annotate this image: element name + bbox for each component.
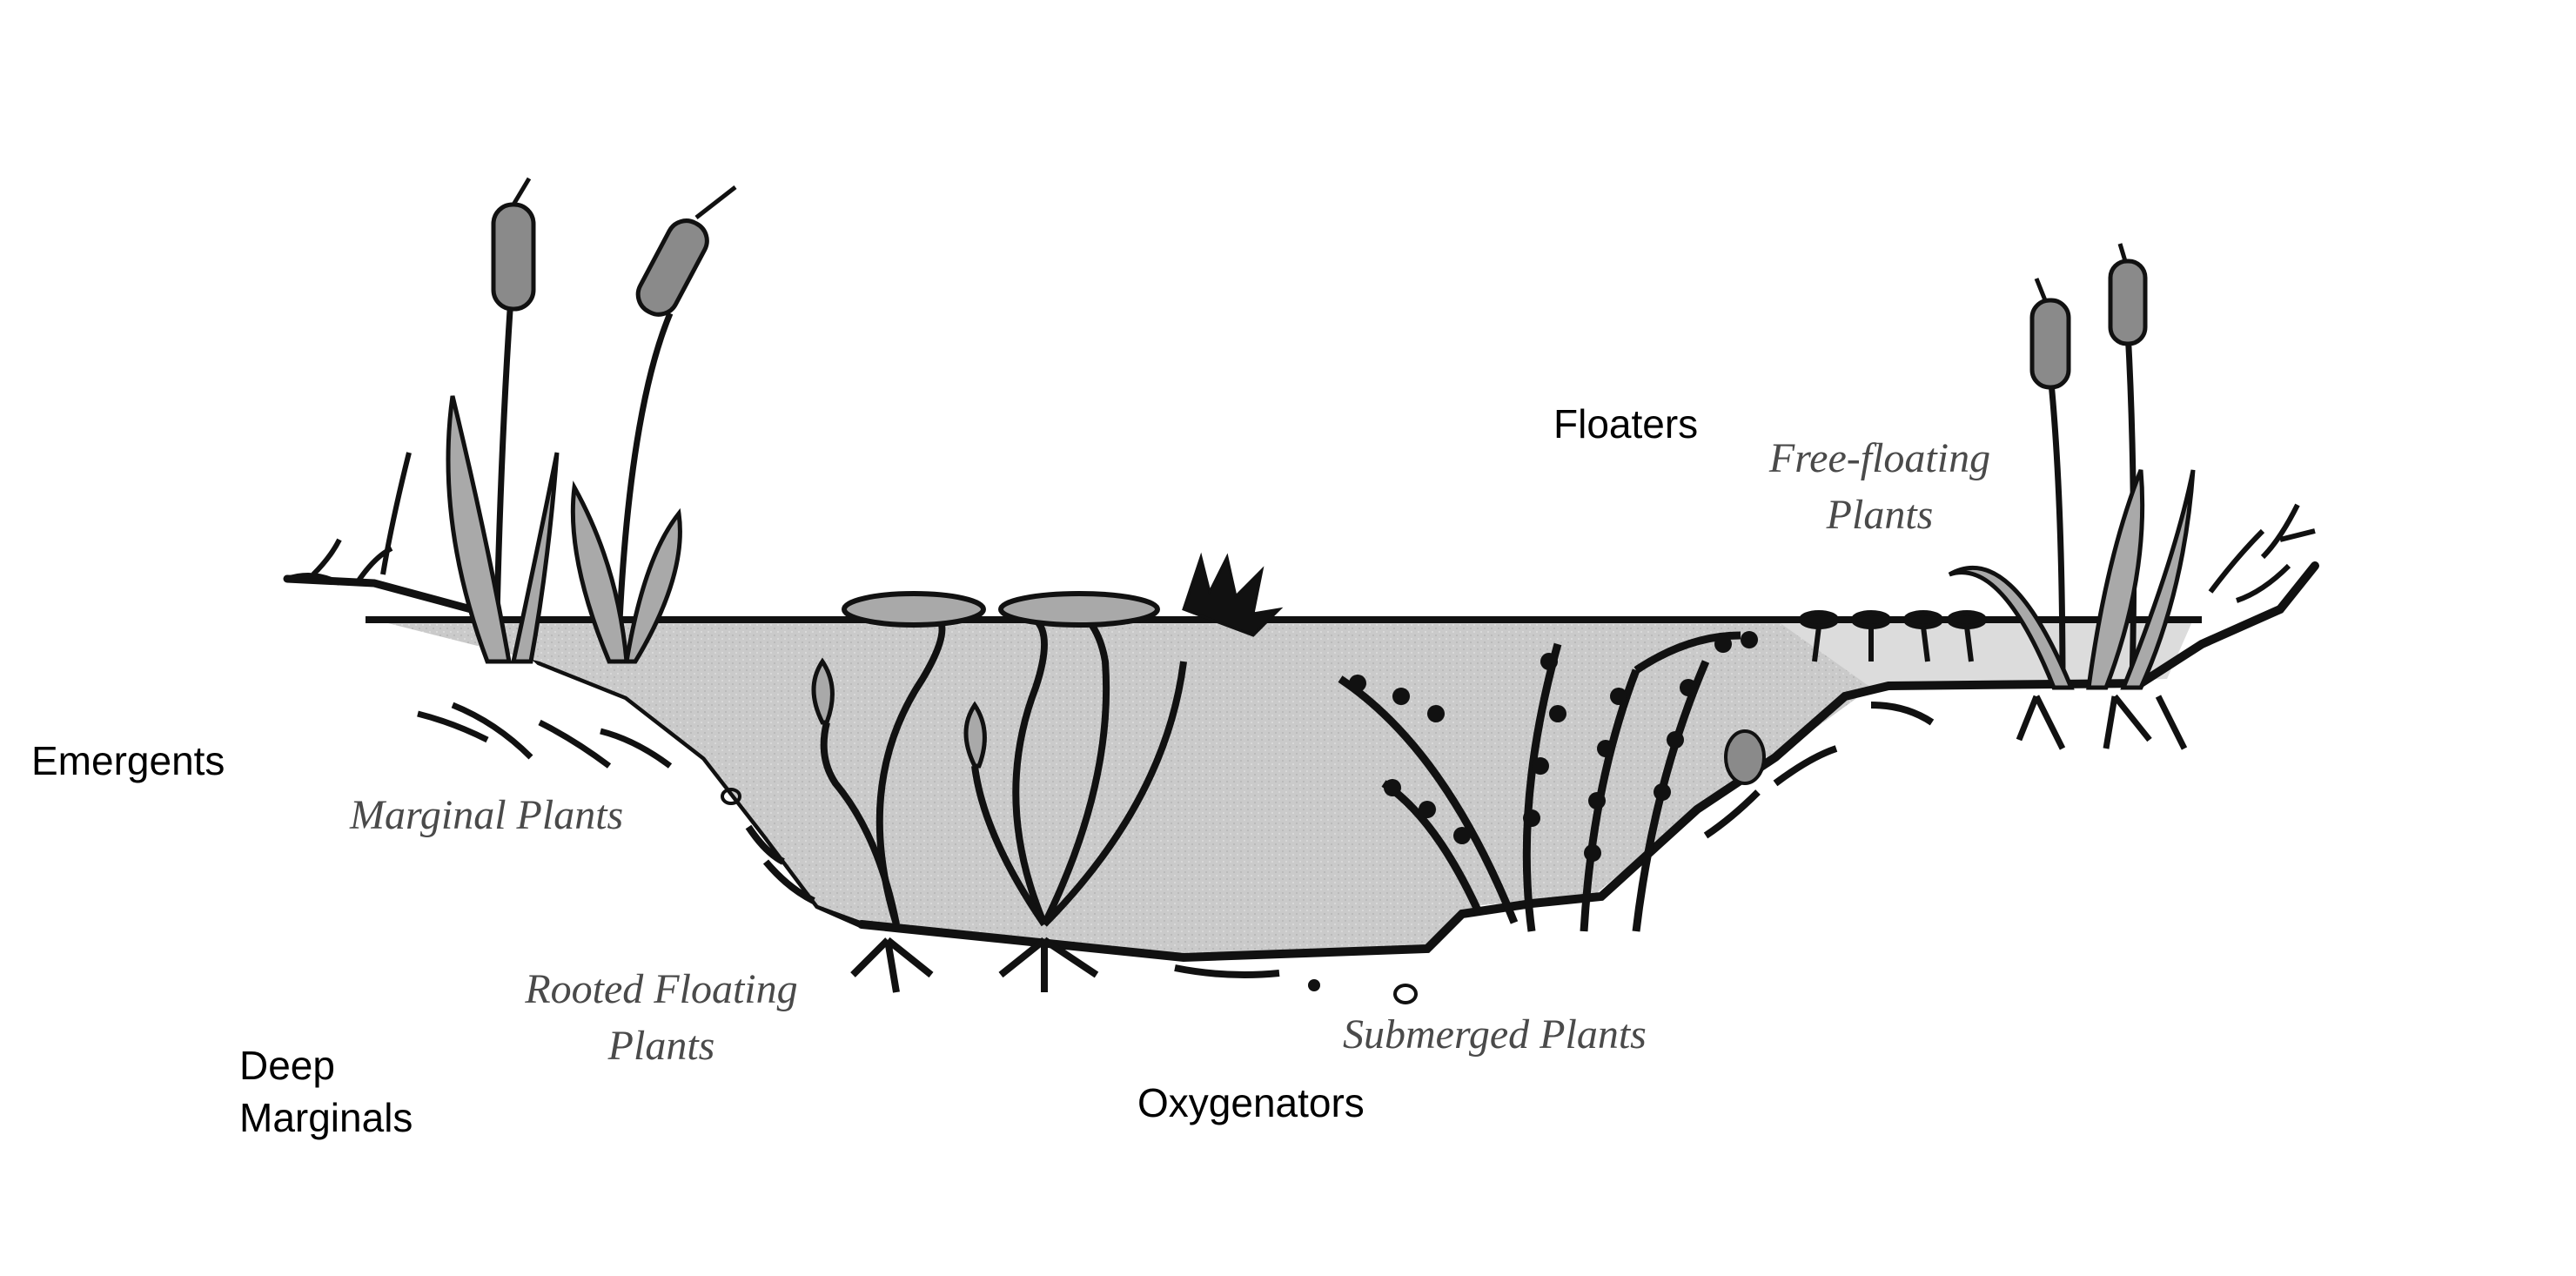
label-deep-marginals: Deep Marginals	[239, 1040, 413, 1145]
pond-bottom	[857, 561, 2319, 963]
caption-submerged-plants: Submerged Plants	[1343, 1011, 1647, 1058]
label-emergents: Emergents	[31, 738, 225, 783]
caption-rooted-floating-line1: Rooted Floating	[525, 966, 798, 1012]
caption-free-floating-line2: Plants	[1826, 491, 1934, 538]
caption-rooted-floating-line2: Plants	[607, 1022, 715, 1069]
right-cattails	[1948, 243, 2316, 750]
label-oxygenators: Oxygenators	[1137, 1080, 1365, 1125]
submerged-leaf-marks	[1349, 631, 1758, 862]
caption-marginal-plants: Marginal Plants	[350, 792, 624, 838]
left-cattails	[286, 177, 737, 769]
caption-rooted-floating-plants: Rooted Floating Plants	[509, 962, 814, 1075]
label-floaters: Floaters	[1553, 401, 1699, 447]
soil-marks	[721, 702, 1935, 1004]
label-deep-marginals-line2: Marginals	[239, 1094, 413, 1140]
label-deep-marginals-line1: Deep	[239, 1043, 335, 1088]
rooted-floating-plants	[811, 552, 1284, 993]
free-floating-plants	[1799, 610, 1987, 662]
caption-free-floating-plants: Free-floating Plants	[1749, 431, 2010, 544]
right-shelf-water	[1775, 620, 2193, 688]
caption-free-floating-line1: Free-floating	[1768, 435, 1991, 481]
